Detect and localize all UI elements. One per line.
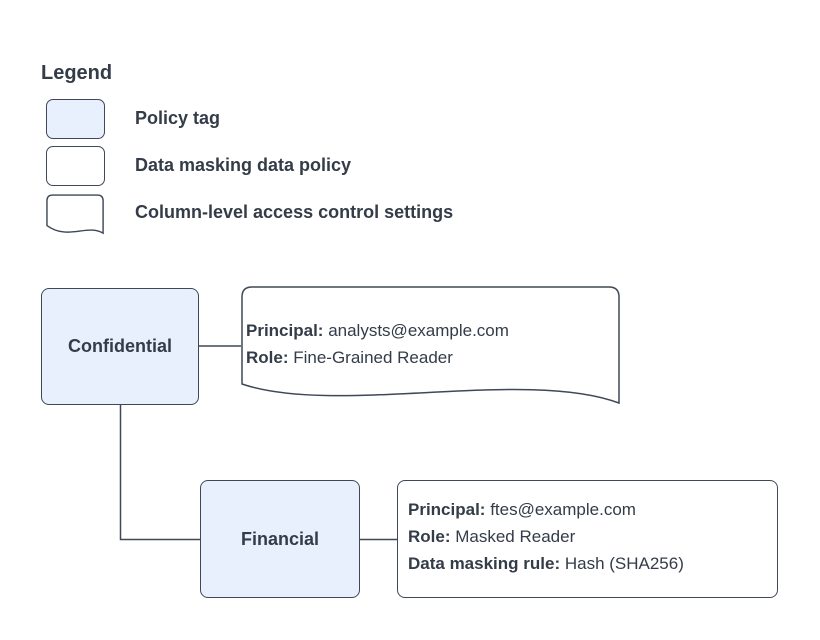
note-line: Data masking rule: Hash (SHA256) xyxy=(408,554,684,573)
policy-tag-node-financial: Financial xyxy=(200,480,360,598)
policy-tag-node-confidential: Confidential xyxy=(41,288,199,405)
note-line: Principal: ftes@example.com xyxy=(408,500,636,519)
data-masking-note-financial: Principal: ftes@example.com Role: Masked… xyxy=(408,496,684,577)
column-access-note-confidential: Principal: analysts@example.com Role: Fi… xyxy=(246,317,509,371)
legend-label-column-access: Column-level access control settings xyxy=(135,202,454,222)
note-line: Role: Fine-Grained Reader xyxy=(246,348,453,367)
policy-tag-label: Confidential xyxy=(68,336,172,356)
policy-tag-label: Financial xyxy=(240,528,320,549)
legend-swatch-policy-tag xyxy=(46,99,105,139)
data-masking-policy-shape xyxy=(397,480,778,598)
legend-label-policy-tag: Policy tag xyxy=(135,108,221,128)
connector-confidential-to-financial xyxy=(119,405,200,541)
legend-swatch-data-masking-policy xyxy=(46,146,105,186)
column-access-document-shape xyxy=(241,286,620,405)
note-line: Principal: analysts@example.com xyxy=(246,321,509,340)
note-line: Role: Masked Reader xyxy=(408,527,576,546)
legend-swatch-document-icon xyxy=(46,194,104,235)
legend-label-data-masking-policy: Data masking data policy xyxy=(135,155,352,175)
legend-title: Legend xyxy=(41,62,113,84)
